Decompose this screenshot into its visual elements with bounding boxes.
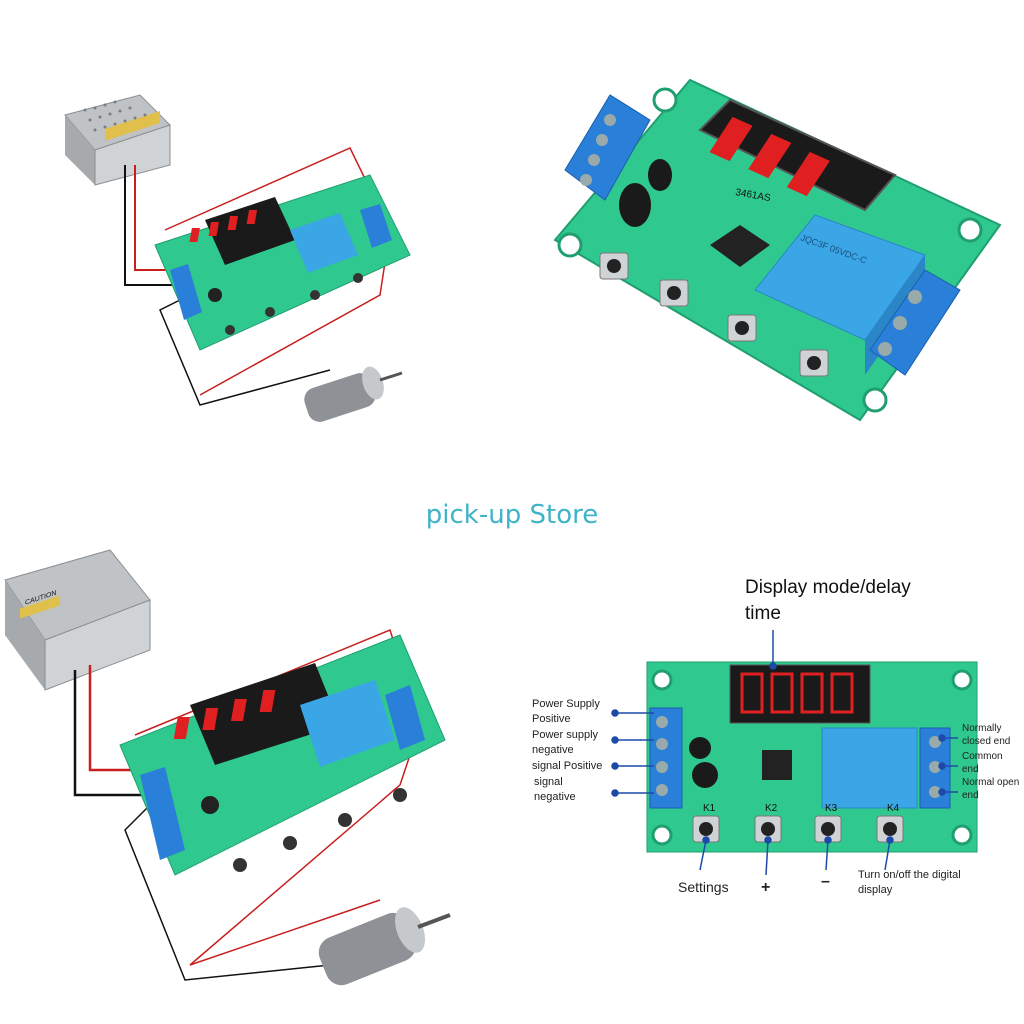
- label-display-toggle: Turn on/off the digital display: [858, 869, 961, 896]
- relay-board: [119, 634, 446, 876]
- annotated-board: K1 K2 K3 K4 Display mode/delay time Powe…: [530, 570, 1020, 1010]
- label-signal-negative: signal negative: [534, 776, 576, 803]
- power-supply: [64, 94, 171, 186]
- label-settings: Settings: [678, 879, 729, 895]
- wire-black: [124, 804, 331, 981]
- label-plus: +: [761, 879, 771, 896]
- dc-motor: [318, 907, 451, 986]
- board-closeup-top-right: 3461AS JQC3F 05VDC-C: [530, 75, 1010, 425]
- label-signal-positive: signal Positive: [532, 760, 603, 772]
- wire-black: [159, 299, 331, 406]
- label-power-positive: Power Supply Positive: [532, 698, 600, 725]
- label-power-negative: Power supply negative: [532, 729, 599, 756]
- key-label-k1: K1: [703, 803, 716, 814]
- label-display-mode: Display mode/delay time: [745, 577, 911, 624]
- wire-black: [73, 670, 150, 797]
- wiring-diagram-top-left: [40, 80, 480, 440]
- relay-board: [154, 174, 411, 351]
- dc-motor: [304, 366, 403, 422]
- label-normally-closed: Normally closed end: [962, 723, 1011, 747]
- store-name: pick-up Store: [425, 500, 599, 530]
- key-label-k2: K2: [765, 803, 778, 814]
- wiring-diagram-bottom-left: CAUTION: [0, 545, 520, 1015]
- power-supply: CAUTION: [4, 549, 151, 691]
- label-minus: –: [821, 873, 830, 890]
- wire-red: [134, 165, 180, 271]
- label-common-end: Common end: [962, 751, 1003, 775]
- key-label-k4: K4: [887, 803, 900, 814]
- wire-black: [124, 165, 180, 286]
- wire-red: [88, 665, 150, 772]
- key-label-k3: K3: [825, 803, 838, 814]
- label-normal-open: Normal open end: [962, 777, 1020, 801]
